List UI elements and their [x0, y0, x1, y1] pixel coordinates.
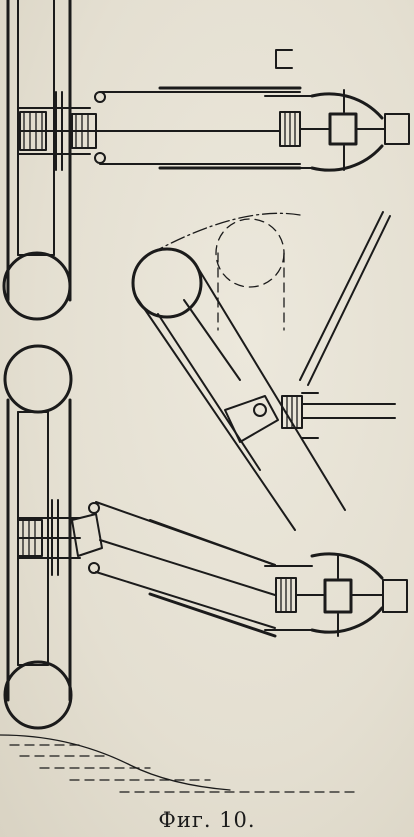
tilted-gear-housing	[224, 395, 279, 443]
boom-arm	[299, 211, 391, 386]
top-motor-housing	[264, 49, 410, 172]
top-assembly	[2, 0, 410, 321]
top-motor-core	[328, 112, 358, 146]
top-gear-cluster	[17, 91, 106, 171]
lower-gear-cluster	[17, 499, 103, 576]
top-tumbler-wheel	[2, 251, 72, 321]
lower-bevel-gear-right	[71, 513, 103, 557]
middle-assembly	[131, 211, 396, 531]
top-ladder-frame	[6, 0, 72, 302]
top-drive-shafts	[99, 86, 302, 170]
figure-caption: Фиг. 10.	[158, 808, 256, 832]
tilted-ladder-frame	[134, 267, 346, 531]
lower-tumbler-wheel	[3, 660, 73, 730]
tilted-pivot	[253, 403, 267, 417]
top-pulley-upper	[94, 91, 106, 103]
top-pulley-lower	[94, 152, 106, 164]
tilted-gearbox	[224, 392, 396, 443]
lower-motor-core	[323, 578, 353, 614]
water-surface	[0, 734, 361, 793]
tilted-tumbler-wheel	[131, 247, 203, 319]
lower-motor-end-block	[382, 579, 408, 613]
lower-upper-wheel	[3, 344, 73, 414]
top-bevel-gear-right	[71, 113, 97, 149]
top-motor-end-block	[384, 113, 410, 145]
lower-drive-shafts	[95, 501, 277, 638]
lower-pulley-upper	[88, 502, 100, 514]
lower-assembly	[0, 344, 408, 793]
lower-pulley-lower	[88, 562, 100, 574]
lower-motor-housing	[264, 552, 408, 637]
swing-arc	[149, 212, 301, 255]
alt-position-wheel	[215, 218, 285, 288]
